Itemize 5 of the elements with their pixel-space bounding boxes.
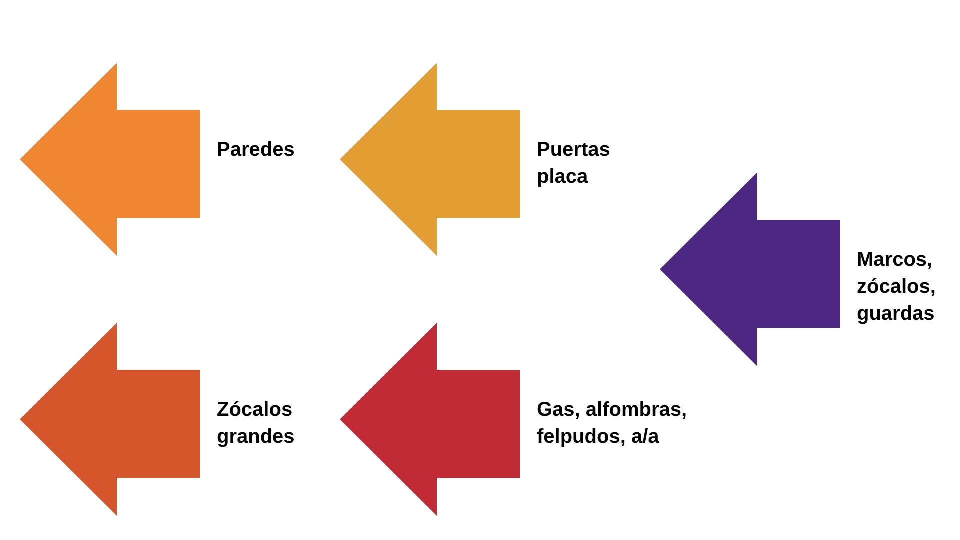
arrow-caption: Marcos, zócalos, guardas [857, 248, 937, 327]
arrow-caption: Zócalos grandes [217, 398, 296, 450]
arrow-caption: Paredes [217, 138, 296, 163]
arrow-caption: Gas, alfombras, felpudos, a/a [537, 398, 688, 450]
arrow-caption: Puertas placa [537, 138, 612, 190]
